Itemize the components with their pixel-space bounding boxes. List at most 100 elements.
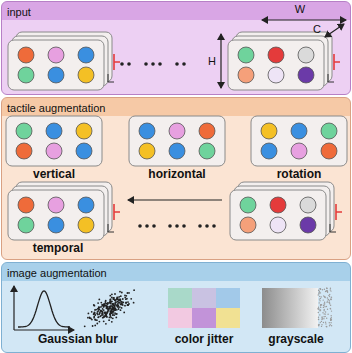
noise-dot: [110, 298, 112, 300]
taxel-dot: [139, 123, 155, 139]
noise-dot: [318, 325, 319, 326]
noise-dot: [319, 296, 320, 297]
taxel-dot: [48, 47, 64, 63]
noise-dot: [330, 318, 331, 319]
noise-dot: [121, 292, 123, 294]
taxel-dot: [298, 67, 314, 83]
noise-dot: [125, 298, 127, 300]
noise-dot: [326, 287, 327, 288]
noise-dot: [117, 297, 119, 299]
noise-dot: [112, 306, 114, 308]
noise-dot: [127, 304, 129, 306]
noise-dot: [127, 301, 129, 303]
noise-dot: [94, 325, 96, 327]
dimension-label: H: [208, 55, 216, 68]
noise-dot: [321, 321, 322, 322]
noise-dot: [319, 302, 320, 303]
noise-dot: [326, 288, 327, 289]
noise-dot: [101, 304, 103, 306]
noise-dot: [108, 309, 110, 311]
noise-dot: [96, 313, 98, 315]
noise-dot: [318, 294, 319, 295]
noise-dot: [105, 316, 107, 318]
noise-dot: [94, 305, 96, 307]
color-swatch-cell: [216, 288, 240, 308]
noise-dot: [105, 300, 107, 302]
noise-dot: [318, 290, 319, 291]
taxel-dot: [268, 67, 284, 83]
noise-dot: [320, 289, 321, 290]
noise-dot: [127, 292, 129, 294]
augmentation-label: Gaussian blur: [38, 333, 118, 347]
noise-dot: [98, 308, 100, 310]
noise-dot: [127, 304, 129, 306]
noise-dot: [116, 305, 118, 307]
dimension-label: W: [295, 3, 305, 16]
noise-dot: [321, 296, 322, 297]
taxel-dot: [169, 123, 185, 139]
taxel-dot: [321, 143, 337, 159]
noise-dot: [321, 304, 322, 305]
noise-dot: [321, 317, 322, 318]
noise-dot: [106, 313, 108, 315]
taxel-dot: [240, 197, 256, 213]
noise-dot: [322, 318, 323, 319]
noise-dot: [125, 302, 127, 304]
noise-dot: [326, 302, 327, 303]
taxel-dot: [78, 47, 94, 63]
taxel-dot: [48, 197, 64, 213]
sensor-plate: [230, 190, 326, 240]
noise-dot: [116, 309, 118, 311]
noise-dot: [330, 324, 331, 325]
noise-dot: [109, 308, 111, 310]
noise-dot: [93, 304, 95, 306]
noise-dot: [101, 310, 103, 312]
noise-dot: [326, 288, 327, 289]
taxel-dot: [238, 47, 254, 63]
noise-dot: [103, 309, 105, 311]
noise-dot: [100, 302, 102, 304]
noise-dot: [99, 321, 101, 323]
noise-dot: [324, 296, 325, 297]
noise-dot: [113, 310, 115, 312]
taxel-dot: [18, 217, 34, 233]
noise-dot: [123, 312, 125, 314]
noise-dot: [329, 322, 330, 323]
section-heading: input: [2, 3, 31, 21]
taxel-dot: [240, 217, 256, 233]
noise-dot: [320, 305, 321, 306]
noise-dot: [329, 294, 330, 295]
noise-dot: [318, 308, 319, 309]
noise-dot: [114, 300, 116, 302]
taxel-dot: [139, 143, 155, 159]
noise-dot: [329, 303, 330, 304]
noise-dot: [90, 318, 92, 320]
noise-dot: [106, 316, 108, 318]
augmentation-label: horizontal: [148, 168, 205, 182]
noise-dot: [323, 307, 324, 308]
noise-dot: [320, 298, 321, 299]
noise-dot: [93, 317, 95, 319]
noise-dot: [115, 308, 117, 310]
noise-dot: [101, 313, 103, 315]
taxel-dot: [321, 123, 337, 139]
noise-dot: [93, 313, 95, 315]
noise-dot: [126, 298, 128, 300]
taxel-dot: [238, 67, 254, 83]
noise-dot: [91, 311, 93, 313]
noise-dot: [323, 310, 324, 311]
noise-dot: [111, 311, 113, 313]
noise-dot: [319, 288, 320, 289]
connector-pin: [330, 224, 336, 232]
noise-dot: [103, 304, 105, 306]
dimension-arrow: [220, 34, 221, 88]
noise-dot: [106, 303, 108, 305]
taxel-dot: [169, 143, 185, 159]
taxel-dot: [270, 197, 286, 213]
taxel-dot: [291, 123, 307, 139]
noise-dot: [331, 319, 332, 320]
taxel-dot: [291, 143, 307, 159]
noise-dot: [95, 319, 97, 321]
ellipsis-dot: [158, 62, 162, 66]
